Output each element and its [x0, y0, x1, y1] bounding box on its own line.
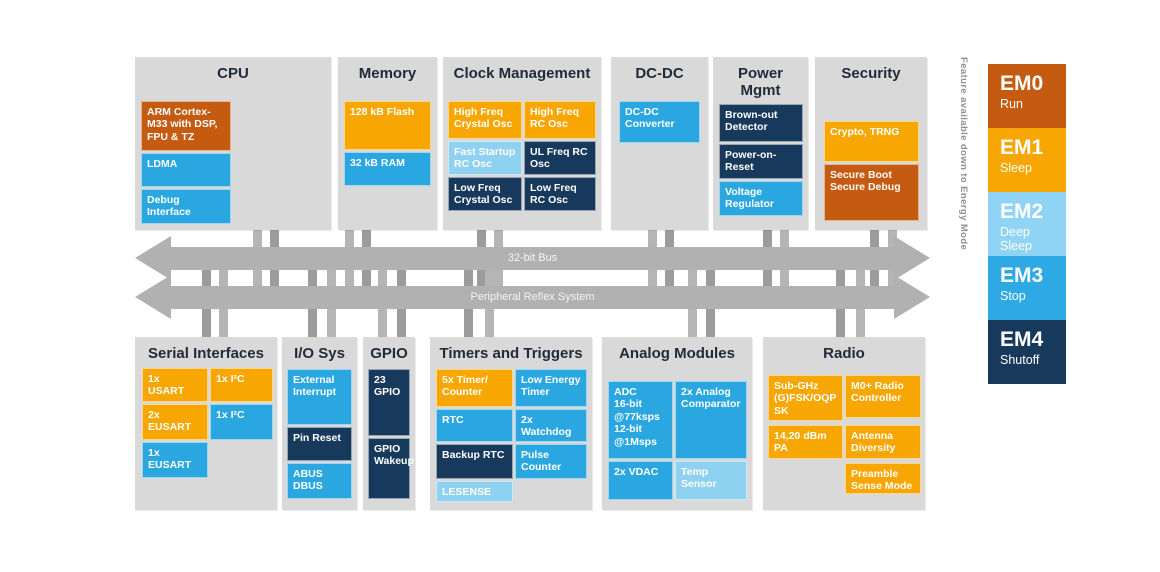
panel-security: Security Crypto, TRNG Secure Boot Secure…	[815, 57, 927, 230]
panel-radio: Radio Sub-GHz (G)FSK/OQP SK M0+ Radio Co…	[763, 337, 925, 510]
block-gpio-wakeup: GPIO Wakeup	[368, 438, 414, 499]
legend-em3: EM3 Stop	[988, 256, 1066, 320]
block-analog-comparator: 2x Analog Comparator	[675, 381, 747, 459]
panel-gpio-title: GPIO	[370, 345, 408, 362]
block-usart: 1x USART	[142, 368, 208, 402]
panel-analog-title: Analog Modules	[619, 345, 735, 362]
panel-io-title: I/O Sys	[294, 345, 345, 362]
bus-arrowhead-left-icon	[135, 236, 171, 280]
panel-serial-title: Serial Interfaces	[148, 345, 264, 362]
bus-32bit: 32-bit Bus	[135, 236, 930, 280]
block-voltage-regulator: Voltage Regulator	[719, 181, 803, 216]
block-pin-reset: Pin Reset	[287, 427, 352, 461]
panel-radio-title: Radio	[823, 345, 865, 362]
legend-em1-name: Sleep	[1000, 161, 1032, 175]
block-arm-cortex-m33: ARM Cortex- M33 with DSP, FPU & TZ	[141, 101, 231, 151]
block-timer-counter: 5x Timer/ Counter	[436, 369, 513, 407]
panel-analog-modules: Analog Modules ADC 16-bit @77ksps 12-bit…	[602, 337, 752, 510]
panel-power-mgmt: Power Mgmt Brown-out Detector Power-on- …	[713, 57, 808, 230]
bus-peripheral-reflex-system: Peripheral Reflex System	[135, 275, 930, 319]
legend-em1: EM1 Sleep	[988, 128, 1066, 192]
panel-clock-title: Clock Management	[453, 65, 591, 82]
legend-vertical-label: Feature available down to Energy Mode	[958, 57, 969, 251]
block-hf-rc-osc: High Freq RC Osc	[524, 101, 596, 139]
bus-arrowhead-right-icon	[894, 275, 930, 319]
block-ram: 32 kB RAM	[344, 152, 431, 186]
panel-memory: Memory 128 kB Flash 32 kB RAM	[338, 57, 437, 230]
block-pulse-counter: Pulse Counter	[515, 444, 587, 479]
block-eusart-1x: 1x EUSART	[142, 442, 208, 478]
legend-em0-id: EM0	[1000, 72, 1044, 95]
block-flash: 128 kB Flash	[344, 101, 431, 150]
panel-gpio: GPIO 23 GPIO GPIO Wakeup	[363, 337, 415, 510]
panel-io-sys: I/O Sys External Interrupt Pin Reset ABU…	[282, 337, 357, 510]
bus-arrowhead-right-icon	[894, 236, 930, 280]
legend-em4-id: EM4	[1000, 328, 1044, 351]
legend-em1-id: EM1	[1000, 136, 1044, 159]
block-antenna-diversity: Antenna Diversity	[845, 425, 921, 459]
block-i2c-2: 1x I²C	[210, 404, 273, 440]
block-backup-rtc: Backup RTC	[436, 444, 513, 479]
legend-em2: EM2 Deep Sleep	[988, 192, 1066, 256]
panel-security-title: Security	[841, 65, 901, 82]
block-preamble-sense-mode: Preamble Sense Mode	[845, 463, 921, 494]
block-pa: 14,20 dBm PA	[768, 425, 843, 459]
panel-cpu: CPU ARM Cortex- M33 with DSP, FPU & TZ L…	[135, 57, 331, 230]
legend-em0-name: Run	[1000, 97, 1023, 111]
legend-em4: EM4 Shutoff	[988, 320, 1066, 384]
panel-clock-management: Clock Management High Freq Crystal Osc H…	[443, 57, 601, 230]
block-brown-out-detector: Brown-out Detector	[719, 104, 803, 142]
panel-timers-triggers: Timers and Triggers 5x Timer/ Counter Lo…	[430, 337, 592, 510]
block-i2c-1: 1x I²C	[210, 368, 273, 402]
panel-power-title: Power Mgmt	[737, 65, 783, 99]
block-lf-rc-osc: Low Freq RC Osc	[524, 177, 596, 211]
panel-cpu-title: CPU	[217, 65, 249, 82]
block-crypto-trng: Crypto, TRNG	[824, 121, 919, 162]
block-temp-sensor: Temp Sensor	[675, 461, 747, 500]
block-subghz-fsk: Sub-GHz (G)FSK/OQP SK	[768, 375, 843, 421]
panel-dcdc-title: DC-DC	[635, 65, 684, 82]
block-lf-crystal-osc: Low Freq Crystal Osc	[448, 177, 522, 211]
block-adc: ADC 16-bit @77ksps 12-bit @1Msps	[608, 381, 673, 459]
block-ul-freq-rc-osc: UL Freq RC Osc	[524, 141, 596, 175]
legend-em3-id: EM3	[1000, 264, 1044, 287]
legend-em2-name: Deep Sleep	[1000, 225, 1032, 254]
block-lesense: LESENSE	[436, 481, 513, 502]
block-dcdc-converter: DC-DC Converter	[619, 101, 700, 143]
block-secure-boot-debug: Secure Boot Secure Debug	[824, 164, 919, 221]
block-watchdog: 2x Watchdog	[515, 409, 587, 442]
block-23-gpio: 23 GPIO	[368, 369, 410, 436]
legend-em0: EM0 Run	[988, 64, 1066, 128]
panel-dcdc: DC-DC DC-DC Converter	[611, 57, 708, 230]
panel-timers-title: Timers and Triggers	[439, 345, 583, 362]
bus-arrowhead-left-icon	[135, 275, 171, 319]
legend-em4-name: Shutoff	[1000, 353, 1040, 367]
block-ldma: LDMA	[141, 153, 231, 187]
panel-memory-title: Memory	[358, 65, 417, 82]
block-fast-startup-rc-osc: Fast Startup RC Osc	[448, 141, 522, 175]
block-abus-dbus: ABUS DBUS	[287, 463, 352, 499]
legend-em3-name: Stop	[1000, 289, 1026, 303]
panel-serial-interfaces: Serial Interfaces 1x USART 1x I²C 2x EUS…	[135, 337, 277, 510]
block-external-interrupt: External Interrupt	[287, 369, 352, 425]
block-hf-crystal-osc: High Freq Crystal Osc	[448, 101, 522, 139]
block-low-energy-timer: Low Energy Timer	[515, 369, 587, 407]
block-rtc: RTC	[436, 409, 513, 442]
bus-32bit-label: 32-bit Bus	[507, 252, 558, 264]
block-power-on-reset: Power-on- Reset	[719, 144, 803, 179]
bus-prs-label: Peripheral Reflex System	[470, 291, 595, 303]
block-debug-interface: Debug Interface	[141, 189, 231, 224]
legend-em2-id: EM2	[1000, 200, 1044, 223]
block-eusart-2x: 2x EUSART	[142, 404, 208, 440]
block-vdac: 2x VDAC	[608, 461, 673, 500]
block-m0-radio-controller: M0+ Radio Controller	[845, 375, 921, 418]
